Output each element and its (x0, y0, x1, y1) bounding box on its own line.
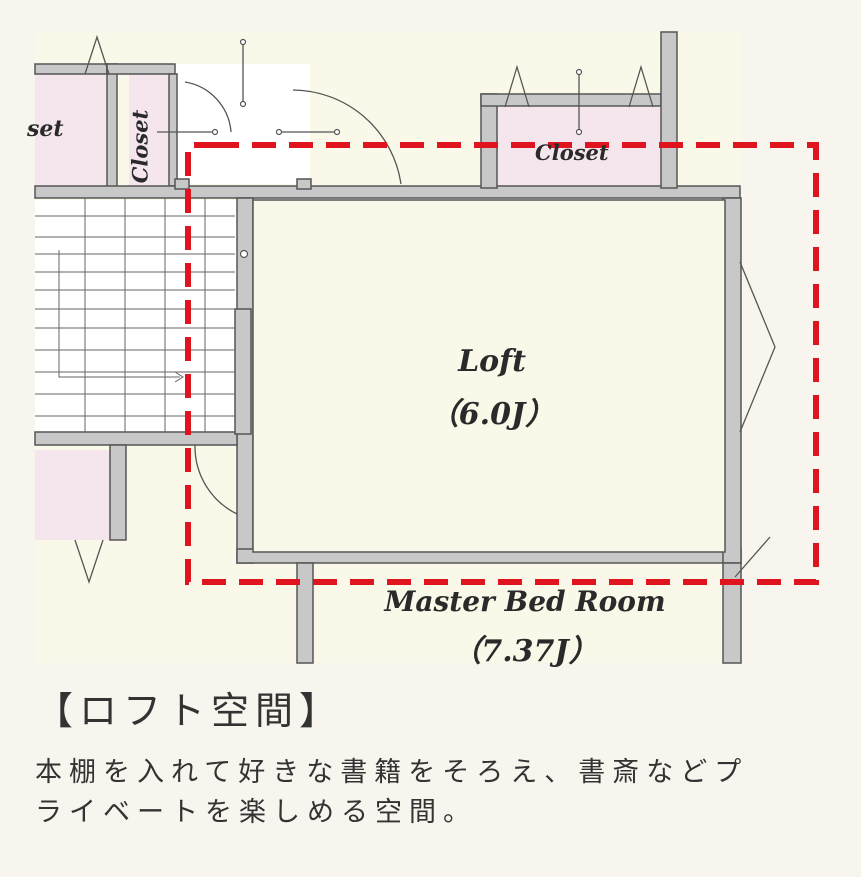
closet-left-top (35, 74, 107, 186)
closet-left-bottom (35, 450, 110, 540)
loft-highlight-outline (185, 142, 819, 585)
loft-name: Loft (458, 344, 526, 379)
door-swings (74, 34, 776, 585)
floor-plan: set Closet Closet Loft （6.0J） Master Bed… (27, 31, 819, 669)
stair-area (35, 200, 240, 445)
caption: 【ロフト空間】 本棚を入れて好きな書籍をそろえ、書斎などプ ライベートを楽しめる… (35, 680, 825, 833)
caption-line-1: 本棚を入れて好きな書籍をそろえ、書斎などプ (35, 757, 749, 788)
closet-left-label: set (27, 116, 64, 142)
stair-treads (35, 198, 235, 432)
closet-center-label: Closet (127, 109, 153, 184)
floor-plan-drawing (34, 31, 819, 664)
closet-center (129, 74, 169, 186)
closet-right-label: Closet (535, 140, 609, 165)
caption-title: 【ロフト空間】 (35, 689, 344, 733)
master-bedroom-name: Master Bed Room (384, 585, 666, 618)
master-bedroom-area: （7.37J） (451, 634, 599, 669)
loft-area: （6.0J） (428, 397, 556, 432)
loft-room (252, 199, 726, 553)
caption-line-2: ライベートを楽しめる空間。 (35, 797, 477, 828)
